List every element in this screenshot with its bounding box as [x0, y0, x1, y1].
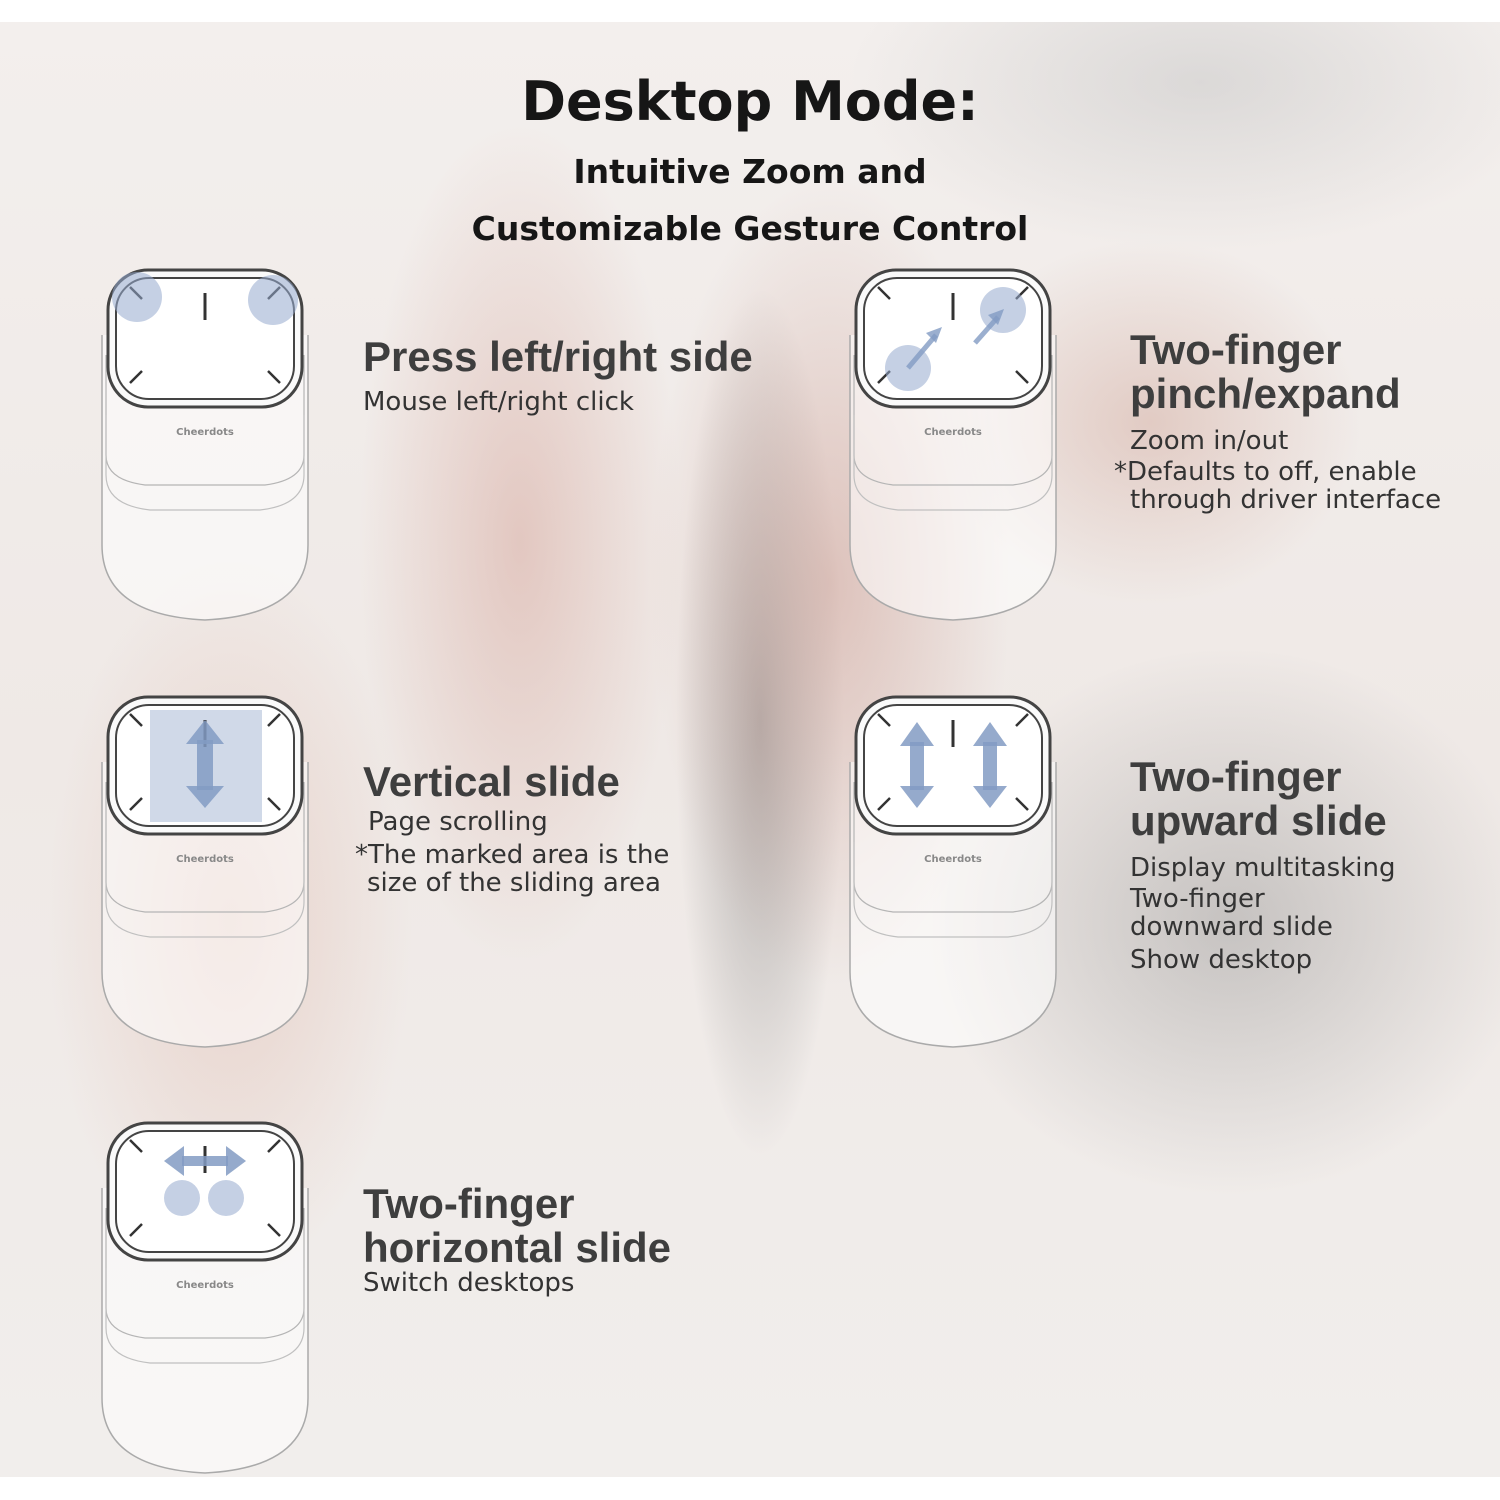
pinch-title-line1: Two-finger [1130, 326, 1342, 373]
device-brand-label: Cheerdots [176, 854, 234, 865]
press-desc: Mouse left/right click [363, 387, 634, 417]
upward-title-line2: upward slide [1130, 797, 1387, 844]
device-brand-label: Cheerdots [176, 1280, 234, 1291]
device-brand-label: Cheerdots [924, 854, 982, 865]
device-brand-label: Cheerdots [176, 427, 234, 438]
page-subtitle-line1: Intuitive Zoom and [573, 152, 927, 191]
pinch-note-line2: through driver interface [1130, 485, 1442, 515]
vertical-note-line2: size of the sliding area [367, 868, 661, 898]
press-gesture-text: Press left/right side Mouse left/right c… [363, 333, 753, 418]
upward-gesture-text: Two-finger upward slide Display multitas… [1130, 753, 1396, 976]
page-title: Desktop Mode: [521, 70, 979, 133]
ring-mouse-press-illustration: Cheerdots [90, 265, 320, 625]
vertical-note-line1: *The marked area is the [355, 840, 670, 870]
device-brand-label: Cheerdots [924, 427, 982, 438]
downward-title-line1: Two-finger [1130, 884, 1265, 914]
ring-mouse-pinch-illustration: Cheerdots [838, 265, 1068, 625]
ring-mouse-upward-illustration: Cheerdots [838, 692, 1068, 1052]
pinch-gesture-text: Two-finger pinch/expand Zoom in/out *Def… [1114, 326, 1442, 515]
pinch-desc: Zoom in/out [1130, 426, 1289, 456]
horizontal-gesture-text: Two-finger horizontal slide Switch deskt… [363, 1180, 672, 1299]
horizontal-desc: Switch desktops [363, 1268, 575, 1298]
horizontal-title-line1: Two-finger [363, 1180, 575, 1227]
pinch-note-line1: *Defaults to off, enable [1114, 457, 1417, 487]
press-title: Press left/right side [363, 333, 753, 380]
ring-mouse-horizontal-illustration: Cheerdots [90, 1118, 320, 1478]
vertical-desc: Page scrolling [368, 807, 548, 837]
downward-title-line2: downward slide [1130, 912, 1333, 942]
page-subtitle-line2: Customizable Gesture Control [471, 209, 1029, 248]
vertical-title: Vertical slide [363, 758, 620, 805]
vertical-gesture-text: Vertical slide Page scrolling *The marke… [355, 758, 669, 898]
ring-mouse-vertical-illustration: Cheerdots [90, 692, 320, 1052]
pinch-title-line2: pinch/expand [1130, 370, 1401, 417]
horizontal-title-line2: horizontal slide [363, 1224, 672, 1271]
upward-desc: Display multitasking [1130, 853, 1396, 883]
downward-desc: Show desktop [1130, 945, 1313, 975]
upward-title-line1: Two-finger [1130, 753, 1342, 800]
